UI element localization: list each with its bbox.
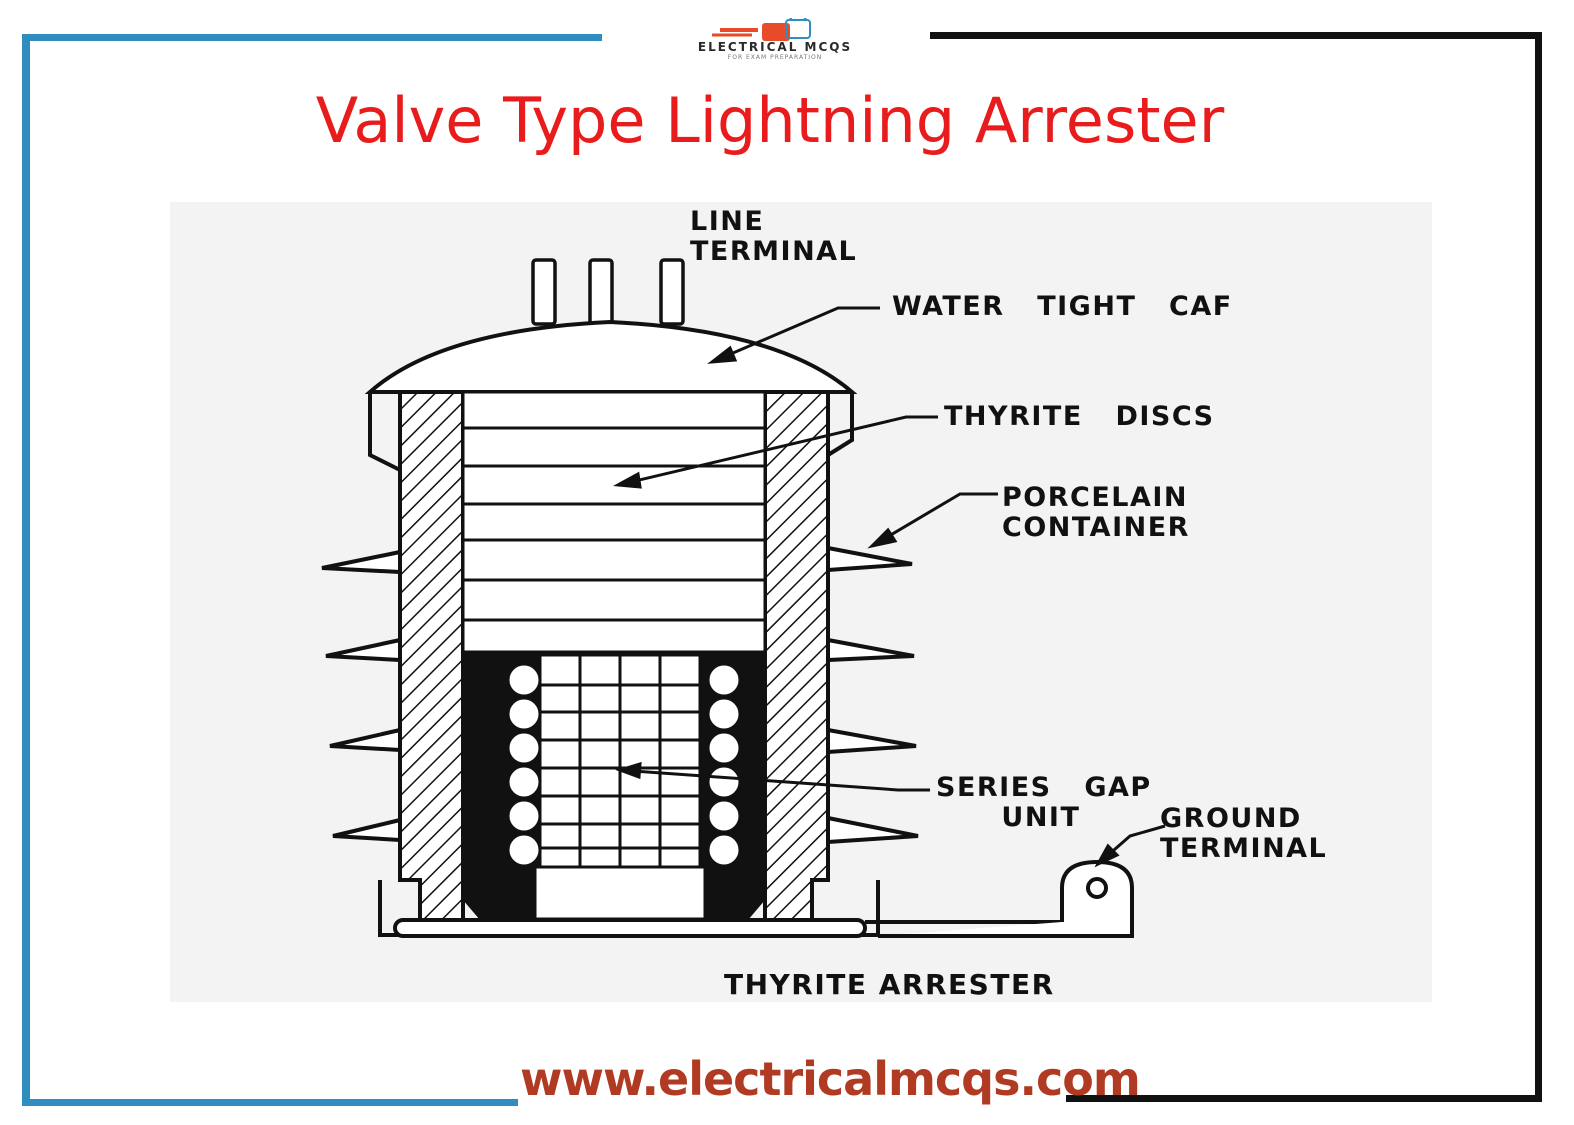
frame-right-border <box>1535 32 1542 1102</box>
label-line-terminal: LINE TERMINAL <box>690 206 858 267</box>
water-tight-cap <box>364 319 858 394</box>
porcelain-right-wall <box>763 390 919 922</box>
site-logo: ELECTRICAL MCQS FOR EXAM PREPARATION <box>640 14 910 64</box>
website-url[interactable]: www.electricalmcqs.com <box>520 1052 1141 1106</box>
label-series-gap-unit: SERIES GAP UNIT <box>936 772 1152 833</box>
porcelain-left-wall <box>321 390 465 922</box>
logo-tagline: FOR EXAM PREPARATION <box>727 54 823 61</box>
frame-top-left-border <box>22 34 602 41</box>
frame-top-right-border <box>930 32 1542 39</box>
tv-icon <box>712 14 811 41</box>
frame-bottom-left-border <box>22 1099 518 1106</box>
label-water-tight-cap: WATER TIGHT CAF <box>892 291 1233 322</box>
frame-left-border <box>22 34 30 1106</box>
leader-lines <box>612 306 1166 868</box>
page-title: Valve Type Lightning Arrester <box>315 84 1225 157</box>
series-gap-unit <box>463 652 765 921</box>
thyrite-discs <box>461 390 767 654</box>
label-thyrite-discs: THYRITE DISCS <box>944 401 1215 432</box>
ground-terminal <box>878 859 1134 938</box>
label-porcelain-container: PORCELAIN CONTAINER <box>1002 482 1190 543</box>
base-plate <box>393 918 1060 938</box>
logo-text: ELECTRICAL MCQS <box>697 40 853 54</box>
label-ground-terminal: GROUND TERMINAL <box>1160 803 1328 864</box>
frame-bottom-right-border <box>1066 1095 1542 1102</box>
diagram-caption: THYRITE ARRESTER <box>724 968 1055 1001</box>
line-terminal <box>531 258 685 326</box>
